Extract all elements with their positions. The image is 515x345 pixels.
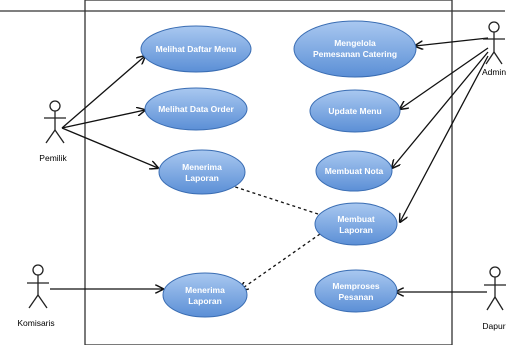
svg-text:Pesanan: Pesanan xyxy=(339,292,374,302)
dependency-laporan-komisaris xyxy=(240,233,321,290)
svg-text:Laporan: Laporan xyxy=(188,296,222,306)
usecase-membuat-laporan[interactable]: Membuat Laporan xyxy=(314,202,398,246)
actor-label: Pemilik xyxy=(39,153,67,163)
usecase-menerima-laporan-pemilik[interactable]: Menerima Laporan xyxy=(158,149,246,195)
actor-label: Dapur xyxy=(482,321,505,331)
usecase-label: Update Menu xyxy=(328,106,381,116)
assoc-admin-membuat-nota xyxy=(392,51,489,168)
usecase-label-line2: Laporan xyxy=(185,173,219,183)
stick-figure-icon xyxy=(483,21,505,65)
usecase-label-line1: Membuat xyxy=(337,214,374,224)
svg-text:Menerima: Menerima xyxy=(182,162,222,172)
assoc-admin-update-menu xyxy=(400,47,489,109)
svg-text:Laporan: Laporan xyxy=(339,225,373,235)
svg-text:Melihat Daftar Menu: Melihat Daftar Menu xyxy=(156,44,237,54)
assoc-pemilik-menerima-laporan xyxy=(61,127,158,168)
actor-pemilik[interactable]: Pemilik xyxy=(39,100,67,163)
associations xyxy=(50,37,489,292)
usecase-label-line1: Memproses xyxy=(332,281,380,291)
actor-komisaris[interactable]: Komisaris xyxy=(17,264,55,328)
usecase-label-line1: Menerima xyxy=(185,285,225,295)
actor-admin[interactable]: Admin xyxy=(482,21,506,77)
stick-figure-icon xyxy=(27,264,49,309)
usecase-label: Melihat Daftar Menu xyxy=(156,44,237,54)
stick-figure-icon xyxy=(484,266,506,311)
svg-text:Memproses: Memproses xyxy=(332,281,380,291)
svg-text:Menerima: Menerima xyxy=(185,285,225,295)
actor-label: Admin xyxy=(482,67,506,77)
usecase-update-menu[interactable]: Update Menu xyxy=(309,89,401,133)
usecase-label-line2: Pemesanan Catering xyxy=(313,49,397,59)
usecase-melihat-daftar-menu[interactable]: Melihat Daftar Menu xyxy=(140,25,252,73)
usecase-mengelola-pemesanan-catering[interactable]: Mengelola Pemesanan Catering xyxy=(293,20,417,78)
dependency-laporan-pemilik xyxy=(220,182,319,215)
svg-text:Laporan: Laporan xyxy=(185,173,219,183)
svg-text:Update Menu: Update Menu xyxy=(328,106,381,116)
actor-dapur[interactable]: Dapur xyxy=(482,266,506,331)
svg-text:Melihat Data Order: Melihat Data Order xyxy=(158,104,234,114)
usecase-label: Membuat Nota xyxy=(325,166,384,176)
usecase-label-line2: Laporan xyxy=(339,225,373,235)
assoc-admin-mengelola xyxy=(415,37,489,46)
svg-text:Membuat Nota: Membuat Nota xyxy=(325,166,384,176)
svg-text:Pemesanan Catering: Pemesanan Catering xyxy=(313,49,397,59)
usecase-label: Melihat Data Order xyxy=(158,104,234,114)
assoc-pemilik-daftar-menu xyxy=(61,56,145,129)
usecase-label-line2: Laporan xyxy=(188,296,222,306)
usecase-melihat-data-order[interactable]: Melihat Data Order xyxy=(144,87,248,131)
usecase-label-line1: Mengelola xyxy=(334,38,376,48)
assoc-pemilik-data-order xyxy=(61,110,145,129)
stick-figure-icon xyxy=(44,100,66,144)
system-boundary xyxy=(84,0,453,345)
svg-text:Mengelola: Mengelola xyxy=(334,38,376,48)
usecase-label-line1: Menerima xyxy=(182,162,222,172)
assoc-admin-membuat-laporan xyxy=(400,55,489,222)
usecase-membuat-nota[interactable]: Membuat Nota xyxy=(315,150,393,192)
actor-label: Komisaris xyxy=(17,318,54,328)
usecase-memproses-pesanan[interactable]: Memproses Pesanan xyxy=(314,269,398,313)
usecase-menerima-laporan-komisaris[interactable]: Menerima Laporan xyxy=(162,272,248,318)
svg-text:Membuat: Membuat xyxy=(337,214,374,224)
usecase-label-line2: Pesanan xyxy=(339,292,374,302)
